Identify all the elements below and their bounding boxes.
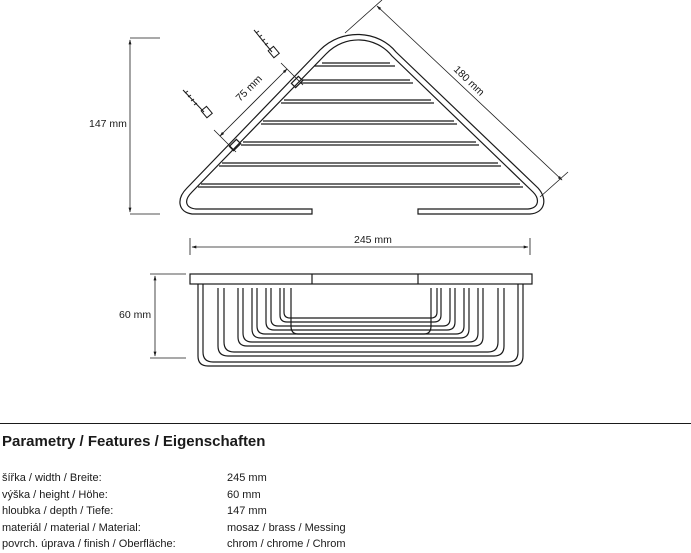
spec-label: hloubka / depth / Tiefe:	[2, 505, 114, 518]
top-view-basket	[179, 33, 545, 215]
screw-icon	[182, 29, 280, 119]
spec-row: hloubka / depth / Tiefe: 147 mm	[2, 503, 682, 520]
spec-label: povrch. úprava / finish / Oberfläche:	[2, 538, 176, 551]
dimension-diagonal	[344, 0, 569, 198]
spec-table: šířka / width / Breite: 245 mm výška / he…	[2, 470, 682, 553]
spec-row: materiál / material / Material: mosaz / b…	[2, 520, 682, 537]
spec-value: 60 mm	[227, 488, 261, 501]
spec-row: povrch. úprava / finish / Oberfläche: chr…	[2, 536, 682, 553]
dimension-height	[128, 37, 160, 215]
spec-heading: Parametry / Features / Eigenschaften	[2, 433, 266, 450]
spec-value: 147 mm	[227, 505, 267, 518]
section-divider	[0, 423, 691, 424]
front-view-basket	[189, 273, 533, 367]
dim-60-label: 60 mm	[119, 309, 151, 321]
spec-value: mosaz / brass / Messing	[227, 521, 346, 534]
dim-245-label: 245 mm	[354, 234, 392, 246]
spec-label: šířka / width / Breite:	[2, 472, 102, 484]
dim-147-label: 147 mm	[89, 118, 127, 130]
spec-row: šířka / width / Breite: 245 mm	[2, 470, 682, 487]
spec-label: materiál / material / Material:	[2, 521, 141, 534]
spec-value: 245 mm	[227, 472, 267, 484]
dimension-depth	[150, 273, 186, 359]
spec-value: chrom / chrome / Chrom	[227, 538, 346, 551]
dim-75-label: 75 mm	[234, 73, 265, 104]
spec-label: výška / height / Höhe:	[2, 488, 108, 501]
dimension-side	[213, 62, 304, 153]
dimension-width	[189, 238, 531, 255]
technical-drawing: 147 mm 75 mm 180 mm 245 mm	[89, 0, 569, 367]
spec-row: výška / height / Höhe: 60 mm	[2, 487, 682, 504]
